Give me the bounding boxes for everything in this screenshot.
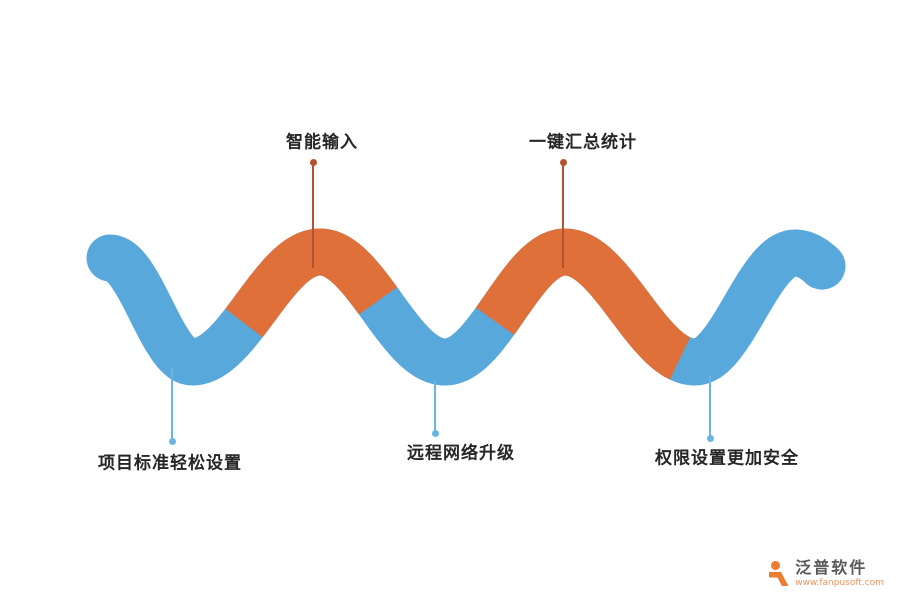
brand-name: 泛普软件 [795,558,868,578]
connector-dot-remote-upgrade [431,429,439,437]
connector-line-project-standards [171,368,173,444]
feature-label-project-standards: 项目标准轻松设置 [98,453,242,474]
brand-text-block: 泛普软件 www.fanpusoft.com [795,558,884,588]
brand-logo: 泛普软件 www.fanpusoft.com [769,558,884,588]
wave-orange-segment-2 [474,228,701,381]
feature-label-remote-upgrade: 远程网络升级 [407,443,515,464]
brand-url: www.fanpusoft.com [795,577,884,588]
connector-line-smart-input [312,160,314,268]
wave-blue-path [86,228,846,386]
connector-dot-smart-input [309,158,317,166]
feature-label-one-click-summary: 一键汇总统计 [529,132,637,153]
connector-line-permission-security [709,376,711,441]
connector-dot-permission-security [706,434,714,442]
feature-label-permission-security: 权限设置更加安全 [655,448,799,469]
connector-line-remote-upgrade [434,380,436,436]
connector-line-one-click-summary [562,160,564,268]
feature-label-smart-input: 智能输入 [286,132,358,153]
wave-orange-segment-1 [223,228,400,344]
connector-dot-one-click-summary [559,158,567,166]
fanpu-logo-icon [769,560,789,587]
connector-dot-project-standards [168,437,176,445]
